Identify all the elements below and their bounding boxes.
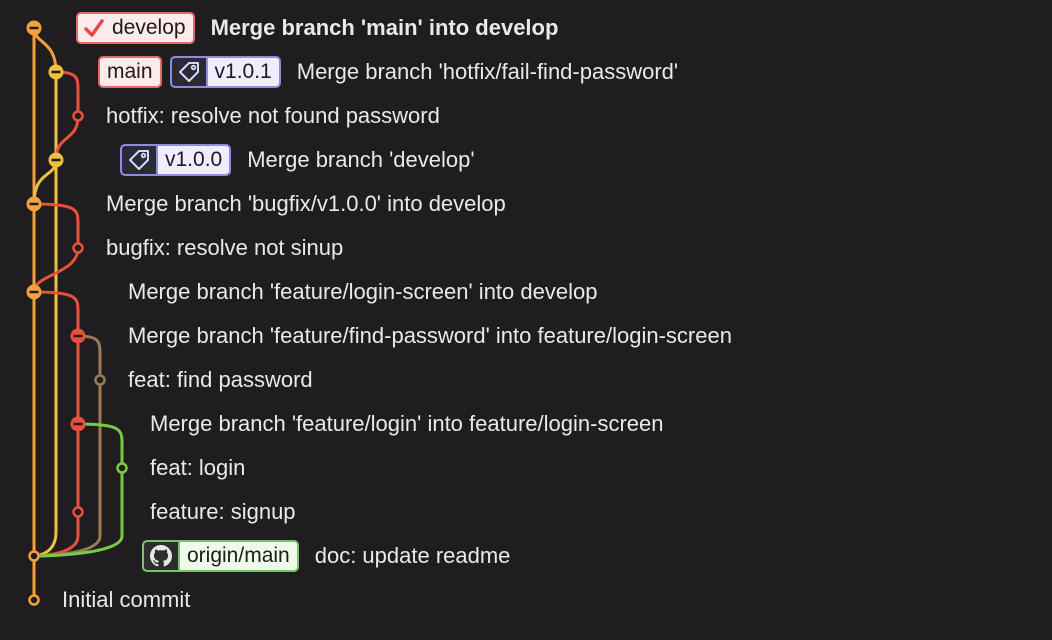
login-branch-line	[32, 422, 124, 558]
commit-node	[72, 110, 84, 122]
commit-message: Merge branch 'feature/login' into featur…	[150, 411, 664, 436]
commit-message: Merge branch 'feature/login-screen' into…	[128, 279, 598, 304]
commit-row[interactable]: Merge branch 'feature/login-screen' into…	[128, 275, 597, 309]
commit-row[interactable]: bugfix: resolve not sinup	[106, 231, 343, 265]
commit-message: feat: find password	[128, 367, 313, 392]
commit-row[interactable]: Merge branch 'feature/login' into featur…	[150, 407, 663, 441]
commit-message: hotfix: resolve not found password	[106, 103, 440, 128]
commit-row[interactable]: v1.0.0 Merge branch 'develop'	[120, 143, 475, 177]
tag-badge[interactable]: v1.0.1	[169, 56, 281, 88]
commit-message: feat: login	[150, 455, 246, 480]
tag-badge[interactable]: v1.0.0	[120, 144, 232, 176]
commit-message: Merge branch 'bugfix/v1.0.0' into develo…	[106, 191, 506, 216]
commit-node	[94, 374, 106, 386]
commit-node	[28, 594, 40, 606]
commit-message: bugfix: resolve not sinup	[106, 235, 344, 260]
check-icon	[78, 17, 105, 39]
commit-row[interactable]: Initial commit	[62, 583, 190, 617]
remote-branch-badge[interactable]: origin/main	[142, 540, 299, 572]
ref-label: develop	[112, 16, 186, 39]
branch-badge[interactable]: main	[98, 56, 162, 88]
commit-row[interactable]: origin/main doc: update readme	[142, 539, 510, 573]
commit-row[interactable]: Merge branch 'feature/find-password' int…	[128, 319, 732, 353]
commit-row[interactable]: feature: signup	[150, 495, 296, 529]
commit-row[interactable]: Merge branch 'bugfix/v1.0.0' into develo…	[106, 187, 506, 221]
find-password-branch-line	[32, 334, 102, 558]
github-icon	[144, 542, 180, 570]
commit-row[interactable]: develop Merge branch 'main' into develop	[76, 11, 558, 45]
main-branch-line-lower	[32, 158, 58, 558]
main-branch-line	[32, 70, 58, 206]
ref-label: origin/main	[187, 544, 290, 567]
branch-badge[interactable]: develop	[76, 12, 195, 44]
commit-row[interactable]: feat: find password	[128, 363, 313, 397]
tag-icon	[122, 146, 158, 174]
commit-node	[28, 550, 40, 562]
commit-message: Initial commit	[62, 587, 191, 612]
commit-node	[72, 242, 84, 254]
ref-label: main	[107, 60, 153, 83]
tag-icon	[171, 58, 208, 86]
commit-row[interactable]: main v1.0.1 Merge branch 'hotfix/fail-find…	[98, 55, 678, 89]
commit-row[interactable]: feat: login	[150, 451, 245, 485]
commit-message: Merge branch 'develop'	[247, 147, 475, 172]
commit-message: Merge branch 'hotfix/fail-find-password'	[296, 59, 679, 84]
commit-message: Merge branch 'feature/find-password' int…	[128, 323, 732, 348]
commit-message: doc: update readme	[314, 543, 511, 568]
commit-message: Merge branch 'main' into develop	[210, 15, 559, 40]
commit-node	[72, 506, 84, 518]
ref-label: v1.0.1	[214, 60, 272, 83]
ref-label: v1.0.0	[165, 148, 223, 171]
commit-row[interactable]: hotfix: resolve not found password	[106, 99, 440, 133]
commit-node	[116, 462, 128, 474]
commit-message: feature: signup	[150, 499, 296, 524]
